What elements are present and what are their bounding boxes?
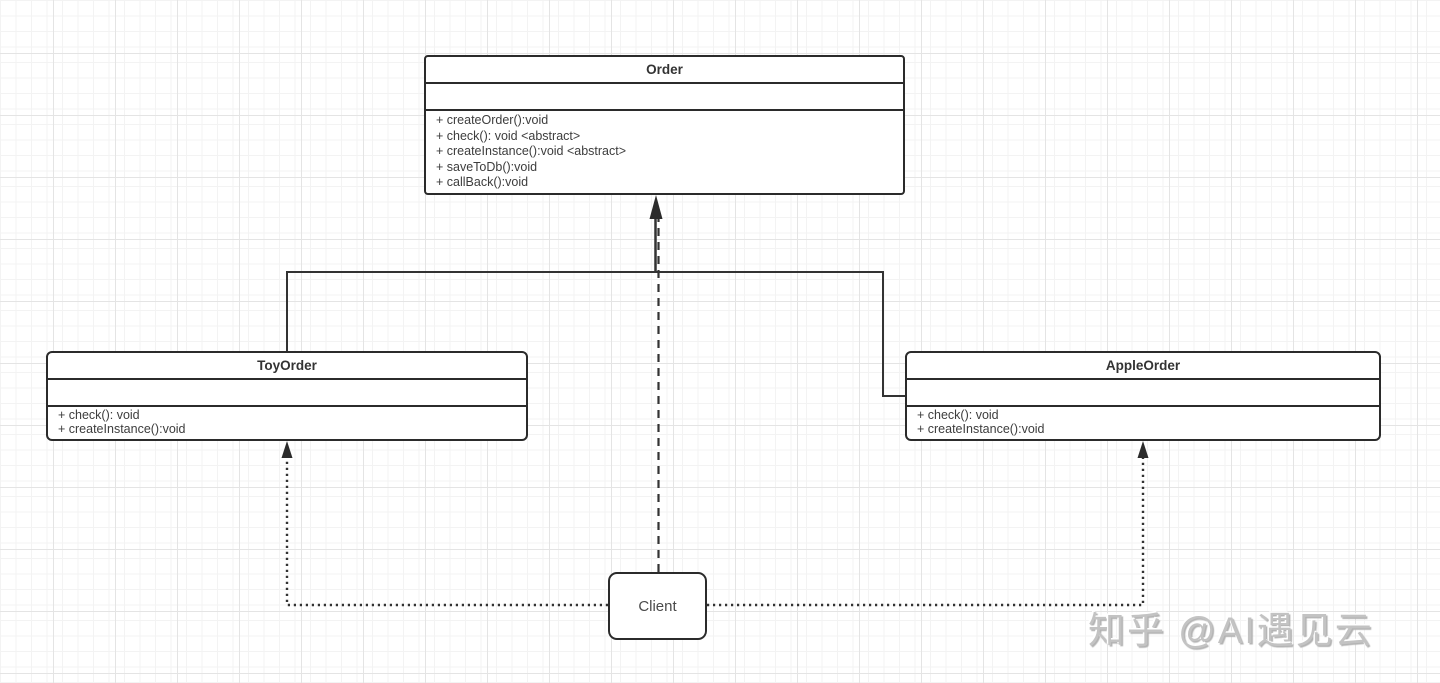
- method-line: + createInstance():void <abstract>: [436, 144, 627, 159]
- class-appleorder-methods: + check(): void + createInstance():void: [907, 407, 1379, 439]
- class-appleorder-title: AppleOrder: [907, 353, 1379, 380]
- class-order-methods: + createOrder():void + check(): void <ab…: [426, 111, 903, 193]
- arrowhead-toyorder: [281, 441, 293, 458]
- client-node-label: Client: [638, 597, 677, 615]
- class-toyorder[interactable]: ToyOrder + check(): void + createInstanc…: [46, 351, 528, 441]
- watermark: 知乎 @AI遇见云: [1088, 610, 1374, 651]
- class-toyorder-title: ToyOrder: [48, 353, 526, 380]
- class-order-title: Order: [426, 57, 903, 84]
- client-node[interactable]: Client: [608, 572, 707, 640]
- method-line: + callBack():void: [436, 175, 529, 190]
- class-toyorder-methods: + check(): void + createInstance():void: [48, 407, 526, 439]
- class-order-attributes: [426, 84, 903, 111]
- class-appleorder-attributes: [907, 380, 1379, 407]
- arrowhead-appleorder: [1137, 441, 1149, 458]
- method-line: + createInstance():void: [58, 422, 186, 436]
- method-line: + check(): void <abstract>: [436, 128, 581, 143]
- class-toyorder-attributes: [48, 380, 526, 407]
- generalization-line-tree[interactable]: [286, 271, 905, 397]
- method-line: + saveToDb():void: [436, 159, 538, 174]
- method-line: + createInstance():void: [917, 422, 1045, 436]
- dependency-line-client-appleorder[interactable]: [707, 449, 1145, 607]
- method-line: + check(): void: [917, 408, 999, 422]
- method-line: + createOrder():void: [436, 113, 549, 127]
- class-order[interactable]: Order + createOrder():void + check(): vo…: [424, 55, 905, 195]
- arrowhead-order: [649, 195, 663, 219]
- class-appleorder[interactable]: AppleOrder + check(): void + createInsta…: [905, 351, 1381, 441]
- method-line: + check(): void: [58, 408, 140, 422]
- dependency-line-client-toyorder[interactable]: [285, 449, 608, 607]
